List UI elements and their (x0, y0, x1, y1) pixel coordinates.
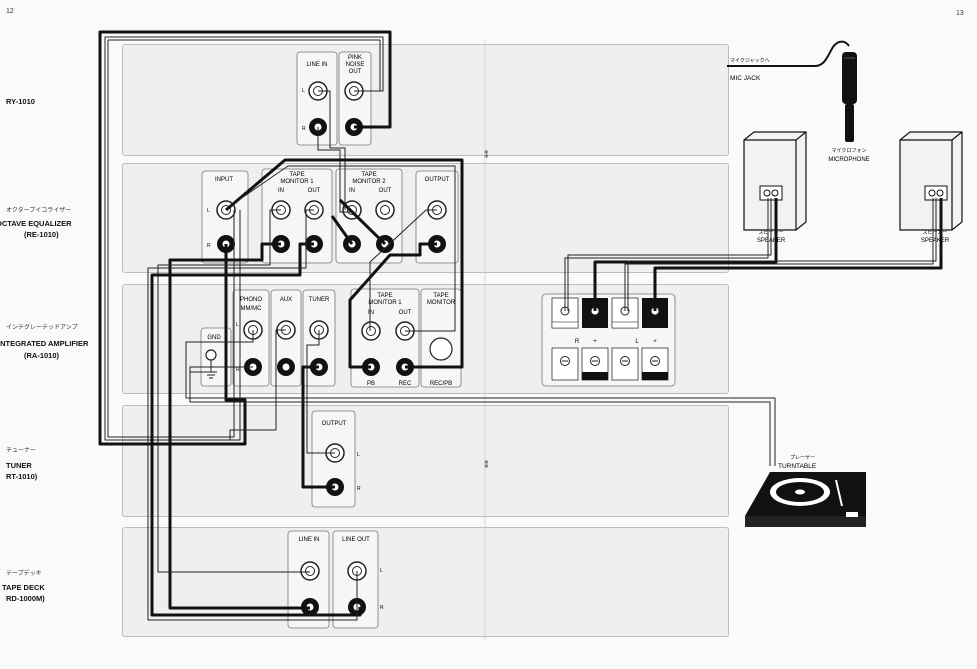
microphone-jp-label: マイクロフォン (832, 148, 867, 154)
speaker-plus-label: + (653, 339, 657, 345)
rt-model-label: RT-1010) (6, 472, 38, 481)
re-tm1-out-label: OUT (308, 188, 321, 194)
ra-tm1-label-2: MONITOR 1 (368, 300, 402, 306)
speaker-terminals-bottom-row (551, 347, 669, 381)
re-jack-block: INPUT TAPE MONITOR 1 TAPE MONITOR 2 IN O… (201, 168, 459, 264)
re-tm1-label-1: TAPE (289, 172, 304, 178)
din-jack (429, 337, 453, 361)
speaker-jp-label: スピーカー (922, 230, 947, 236)
rd-panel (122, 527, 729, 637)
ra-tm1-in-label: IN (368, 310, 374, 316)
fold-mark: ⁑ (484, 459, 489, 470)
microphone-icon (727, 40, 857, 142)
rca-jack-white (375, 200, 395, 220)
re-output-label: OUTPUT (425, 177, 450, 183)
ry-panel (122, 44, 729, 156)
jack-l-label: L (357, 452, 360, 458)
jack-r-label: R (236, 367, 240, 373)
ra-name-label: INTEGRATED AMPLIFIER (0, 339, 89, 348)
ry-jack-block: LINE IN PINK NOISE OUT L R (296, 51, 372, 146)
speaker-r-label: R (575, 339, 580, 345)
rca-jack-white (300, 561, 320, 581)
ra-tm1-out-label: OUT (399, 310, 412, 316)
re-tm2-label-2: MONITOR 2 (352, 179, 386, 185)
ra-tuner-label: TUNER (309, 297, 330, 303)
rt-jack-block: OUTPUT L R (311, 410, 361, 508)
ra-jp-label: インテグレーテッドアンプ (6, 325, 78, 331)
ra-model-label: (RA-1010) (24, 351, 60, 360)
page-number-right: 13 (956, 10, 964, 17)
rd-jack-block: LINE IN LINE OUT L R (287, 530, 384, 629)
rd-model-label: RD-1000M) (6, 594, 45, 603)
re-tm2-label-1: TAPE (361, 172, 376, 178)
mic-jack-label: MIC JACK (730, 75, 761, 82)
rt-panel (122, 405, 729, 517)
ra-aux-label: AUX (280, 297, 292, 303)
rt-jp-label: チューナー (6, 448, 37, 454)
turntable-jp-label: プレーヤー (790, 455, 815, 461)
ra-tm-label-1: TAPE (433, 293, 448, 299)
ry-line-in-label: LINE IN (306, 62, 327, 68)
jack-l-label: L (380, 568, 383, 574)
jack-r-label: R (380, 605, 384, 611)
ra-pb-label: PB (367, 381, 375, 387)
re-tm2-in-label: IN (349, 188, 355, 194)
re-model-label: (RE-1010) (24, 230, 59, 239)
rt-output-label: OUTPUT (322, 421, 347, 427)
gnd-terminal (205, 349, 217, 361)
jack-r-label: R (302, 126, 306, 132)
rd-line-out-label: LINE OUT (342, 537, 370, 543)
re-jp-label: オクターブイコライザー (6, 208, 72, 214)
rd-name-label: TAPE DECK (2, 583, 45, 592)
speaker-icon (899, 131, 963, 231)
speaker-plus-label: + (593, 339, 597, 345)
rd-jp-label: テープデッキ (6, 571, 42, 577)
turntable-icon (745, 472, 866, 527)
ra-recpb-label: REC/PB (430, 381, 452, 387)
re-tm1-label-2: MONITOR 1 (280, 179, 314, 185)
speaker-label: SPEAKER (921, 238, 950, 244)
ry-model-label: RY-1010 (6, 97, 35, 106)
ra-rec-label: REC (399, 381, 412, 387)
turntable-label: TURNTABLE (778, 463, 817, 470)
speaker-icon (743, 131, 807, 231)
ra-tm1-label-1: TAPE (377, 293, 392, 299)
ra-phono-label-2: MM/MC (241, 306, 263, 312)
ra-gnd-label: GND (207, 335, 221, 341)
mic-jack-jp-label: マイクジャックへ (730, 58, 770, 64)
ra-tm-label-2: MONITOR (427, 300, 456, 306)
ry-pink-label-3: OUT (349, 69, 362, 75)
fold-mark: ⁑ (484, 149, 489, 160)
rt-name-label: TUNER (6, 461, 32, 470)
re-input-label: INPUT (215, 177, 233, 183)
jack-l-label: L (236, 322, 239, 328)
jack-r-label: R (357, 486, 361, 492)
re-name-label: OCTAVE EQUALIZER (0, 219, 72, 228)
rd-line-in-label: LINE IN (298, 537, 319, 543)
jack-r-label: R (207, 243, 211, 249)
jack-l-label: L (207, 208, 210, 214)
speaker-l-label: L (635, 339, 639, 345)
rca-jack-white (361, 321, 381, 341)
page-number-left: 12 (6, 8, 14, 15)
ry-pink-label-1: PINK (348, 55, 362, 61)
cable (98, 30, 943, 621)
re-tm2-out-label: OUT (379, 188, 392, 194)
microphone-label: MICROPHONE (828, 157, 869, 163)
ry-pink-label-2: NOISE (346, 62, 365, 68)
jack-l-label: L (302, 88, 305, 94)
re-tm1-in-label: IN (278, 188, 284, 194)
ra-phono-label-1: PHONO (240, 297, 262, 303)
